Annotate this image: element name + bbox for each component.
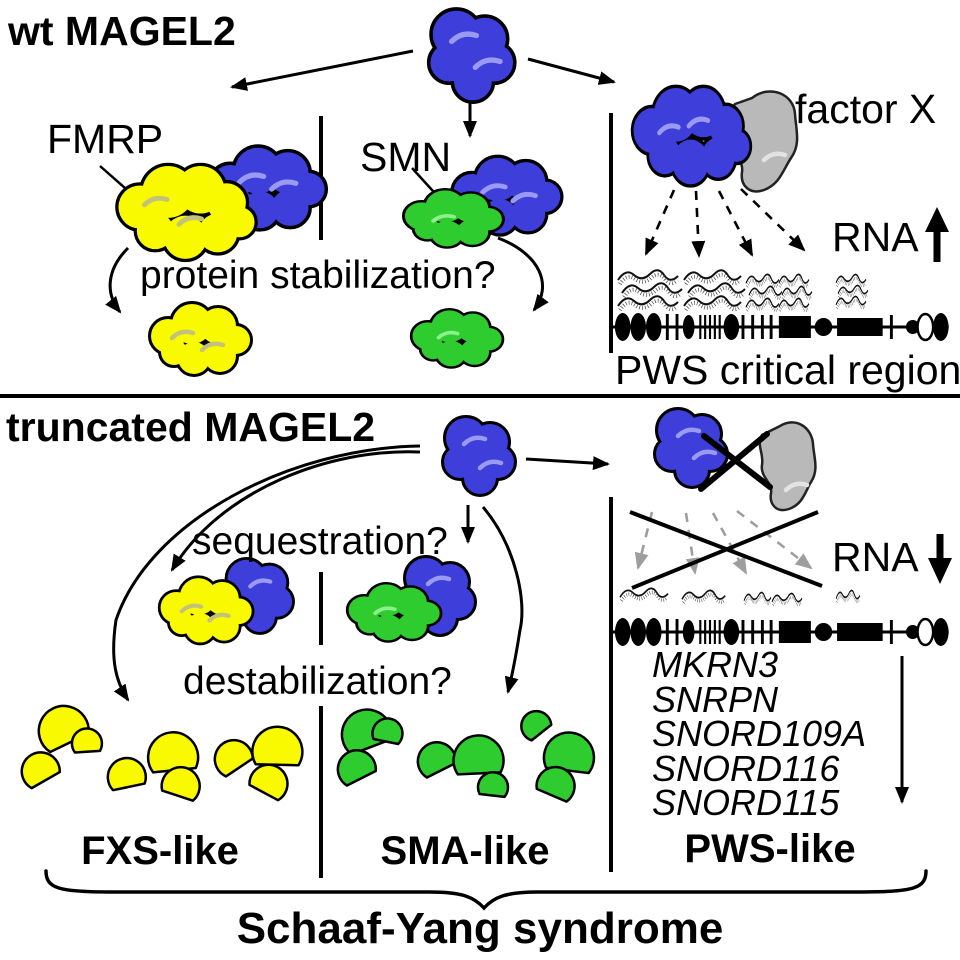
pws-region-label: PWS critical region [615,347,960,393]
gene-mkrn3: MKRN3 [652,644,779,685]
factor-x-complex-magel2-blob [634,88,750,184]
factor-x-label: factor X [795,86,937,132]
wt-panel-title: wt MAGEL2 [8,8,236,54]
transcription-crossed-out-x-icon [629,510,823,590]
truncated-arrows [112,444,610,702]
magel2-blob [430,11,513,101]
rna-up-label: RNA [832,214,919,260]
transcription-dashed-arrows [644,188,806,258]
truncated-magel2-blob [444,418,514,494]
panel-dividers [0,113,960,878]
rna-down-arrow-icon [928,534,952,584]
pws-gene-map-bottom [611,616,951,648]
gene-snord109a: SNORD109A [652,713,867,754]
fxs-outcome-label: FXS-like [81,829,239,873]
wt-arrows [105,49,616,314]
truncated-panel-title: truncated MAGEL2 [6,404,376,450]
rna-waves-bottom [618,586,862,607]
gene-list: MKRN3 SNRPN SNORD109A SNORD116 SNORD115 [652,644,867,823]
rna-waves-top [616,268,870,313]
gene-snord116: SNORD116 [652,747,840,789]
smn-blob [405,190,502,246]
sequestration-question: sequestration? [192,520,448,563]
sma-fragments [335,704,602,812]
syndrome-brace [44,869,928,911]
rna-down-label: RNA [832,534,919,580]
rna-up-arrow-icon [925,207,949,262]
gene-snord115: SNORD115 [652,782,840,823]
blocked-transcription-dashed-arrows [634,509,813,575]
sma-outcome-label: SMA-like [380,829,550,873]
sequestered-fmrp-blob [161,578,252,642]
pws-outcome-label: PWS-like [684,827,856,871]
destabilization-question: destabilization? [183,660,452,703]
syndrome-label: Schaaf-Yang syndrome [236,904,724,953]
blocked-factor-x-blob [758,421,817,512]
stabilized-fmrp-blob [151,304,250,374]
gene-snrpn: SNRPN [652,678,779,720]
stabilized-smn-blob [413,310,502,366]
pws-gene-map-top [611,311,951,343]
fxs-fragments [18,699,309,812]
smn-label: SMN [360,134,452,180]
fmrp-label: FMRP [47,116,164,162]
sequestered-smn-blob [349,584,440,640]
stabilization-question: protein stabilization? [140,254,496,297]
interaction-blocked-x-icon [698,431,773,492]
